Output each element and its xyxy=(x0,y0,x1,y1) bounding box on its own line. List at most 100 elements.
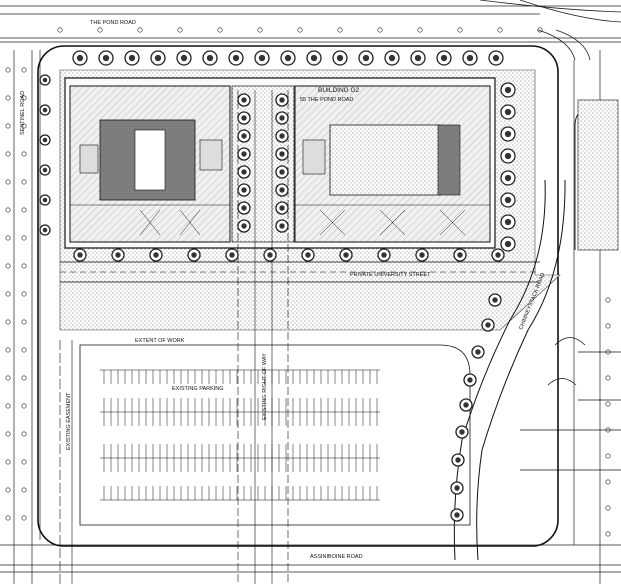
survey-marker-icon xyxy=(21,151,27,157)
private-university-street xyxy=(60,261,540,283)
survey-marker-icon xyxy=(5,123,11,129)
tree-trunk-icon xyxy=(485,322,491,328)
tree-trunk-icon xyxy=(241,115,247,121)
survey-markers xyxy=(5,27,611,537)
tree-trunk-icon xyxy=(504,240,512,248)
tree-trunk-icon xyxy=(128,54,136,62)
tree-trunk-icon xyxy=(284,54,292,62)
tree-trunk-icon xyxy=(76,54,84,62)
survey-marker-icon xyxy=(21,459,27,465)
label-private-university-street: PRIVATE UNIVERSITY STREET xyxy=(350,272,431,278)
tree-trunk-icon xyxy=(362,54,370,62)
tree-trunk-icon xyxy=(336,54,344,62)
tree-trunk-icon xyxy=(305,252,311,258)
tree-trunk-icon xyxy=(454,512,460,518)
survey-marker-icon xyxy=(21,235,27,241)
tree-trunk-icon xyxy=(77,252,83,258)
tree-trunk-icon xyxy=(241,187,247,193)
survey-marker-icon xyxy=(537,27,543,33)
tree-trunk-icon xyxy=(153,252,159,258)
building-right-g2 xyxy=(294,85,491,243)
tree-trunk-icon xyxy=(102,54,110,62)
survey-marker-icon xyxy=(5,403,11,409)
tree-trunk-icon xyxy=(492,54,500,62)
chimneystack-road xyxy=(453,179,566,561)
label-assiniboine-road: ASSINIBOINE ROAD xyxy=(310,554,363,560)
survey-marker-icon xyxy=(5,291,11,297)
survey-marker-icon xyxy=(21,95,27,101)
survey-marker-icon xyxy=(5,431,11,437)
label-extent-of-work: EXTENT OF WORK xyxy=(135,338,185,344)
tree-trunk-icon xyxy=(414,54,422,62)
tree-trunk-icon xyxy=(466,54,474,62)
survey-marker-icon xyxy=(21,375,27,381)
survey-marker-icon xyxy=(417,27,423,33)
east-parking xyxy=(520,337,621,471)
central-courtyard xyxy=(231,85,295,243)
survey-marker-icon xyxy=(605,297,611,303)
tree-trunk-icon xyxy=(279,97,285,103)
label-building-g2: BUILDING G2 xyxy=(318,87,360,94)
survey-marker-icon xyxy=(137,27,143,33)
survey-marker-icon xyxy=(21,515,27,521)
tree-trunk-icon xyxy=(440,54,448,62)
survey-marker-icon xyxy=(5,207,11,213)
trees xyxy=(39,50,516,522)
tree-trunk-icon xyxy=(267,252,273,258)
tree-trunk-icon xyxy=(279,187,285,193)
tree-trunk-icon xyxy=(279,205,285,211)
survey-marker-icon xyxy=(5,347,11,353)
survey-marker-icon xyxy=(21,487,27,493)
survey-marker-icon xyxy=(5,487,11,493)
tree-trunk-icon xyxy=(504,86,512,94)
tree-trunk-icon xyxy=(180,54,188,62)
survey-marker-icon xyxy=(5,179,11,185)
tree-trunk-icon xyxy=(241,151,247,157)
survey-marker-icon xyxy=(217,27,223,33)
tree-trunk-icon xyxy=(504,108,512,116)
tree-trunk-icon xyxy=(343,252,349,258)
right-building-stub xyxy=(577,99,619,251)
survey-marker-icon xyxy=(5,95,11,101)
label-existing-parking: EXISTING PARKING xyxy=(172,386,224,392)
tree-trunk-icon xyxy=(279,151,285,157)
tree-trunk-icon xyxy=(279,133,285,139)
parking-lot xyxy=(79,344,471,526)
survey-marker-icon xyxy=(5,459,11,465)
label-sentinel-road: SENTINEL ROAD xyxy=(20,91,26,135)
road-curve-top-right xyxy=(479,0,621,61)
tree-trunk-icon xyxy=(455,457,461,463)
label-building-g2-address: 55 THE POND ROAD xyxy=(300,97,353,103)
survey-marker-icon xyxy=(457,27,463,33)
tree-trunk-icon xyxy=(279,169,285,175)
survey-marker-icon xyxy=(57,27,63,33)
survey-marker-icon xyxy=(21,67,27,73)
tree-trunk-icon xyxy=(279,223,285,229)
tree-trunk-icon xyxy=(191,252,197,258)
survey-marker-icon xyxy=(5,67,11,73)
survey-marker-icon xyxy=(21,123,27,129)
survey-marker-icon xyxy=(605,349,611,355)
survey-marker-icon xyxy=(21,207,27,213)
survey-marker-icon xyxy=(605,505,611,511)
tree-trunk-icon xyxy=(42,197,48,203)
tree-trunk-icon xyxy=(42,137,48,143)
tree-trunk-icon xyxy=(42,77,48,83)
tree-trunk-icon xyxy=(154,54,162,62)
tree-trunk-icon xyxy=(459,429,465,435)
survey-marker-icon xyxy=(605,479,611,485)
label-existing-right-of-way: EXISTING RIGHT OF WAY xyxy=(262,353,268,420)
survey-marker-icon xyxy=(5,515,11,521)
tree-trunk-icon xyxy=(279,115,285,121)
tree-trunk-icon xyxy=(467,377,473,383)
survey-marker-icon xyxy=(177,27,183,33)
label-pond-road: THE POND ROAD xyxy=(90,20,136,26)
tree-trunk-icon xyxy=(241,223,247,229)
tree-trunk-icon xyxy=(388,54,396,62)
survey-marker-icon xyxy=(377,27,383,33)
tree-trunk-icon xyxy=(504,196,512,204)
tree-trunk-icon xyxy=(504,174,512,182)
survey-marker-icon xyxy=(297,27,303,33)
label-existing-easement: EXISTING EASEMENT xyxy=(66,392,72,450)
survey-marker-icon xyxy=(605,375,611,381)
